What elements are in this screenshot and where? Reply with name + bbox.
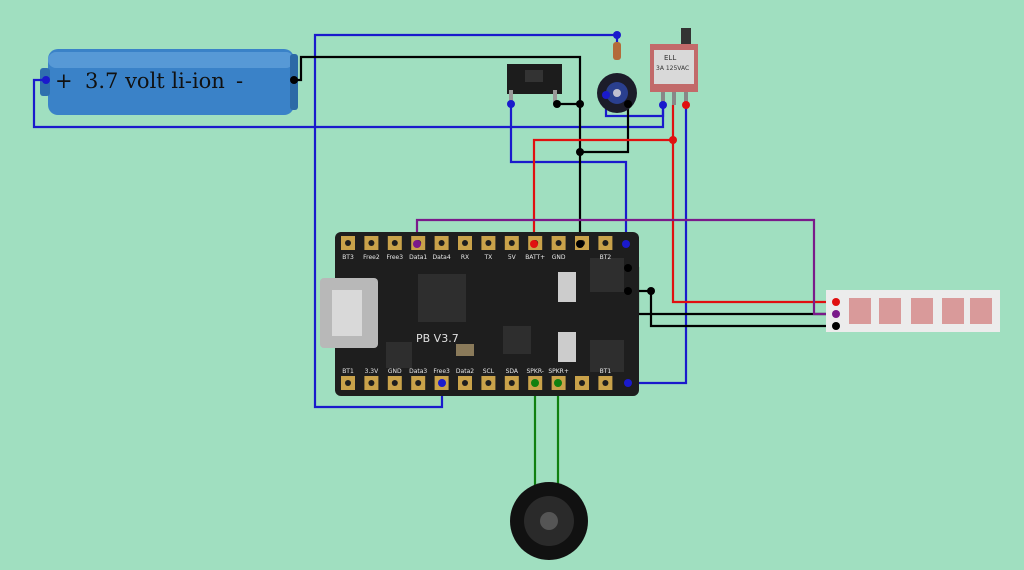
bottom-pin-hole [579,380,585,386]
vibration-motor [597,42,637,113]
top-pin-label: 5V [508,254,517,261]
switch-label-1: ELL [664,54,676,62]
wire-red-switch-to-batt [532,138,673,244]
top-pin-hole [602,240,609,246]
battery-label: 3.7 volt li-ion [85,69,225,93]
top-pin-hole [391,240,398,246]
bottom-pin-hole [602,380,609,386]
top-pin-label: Free3 [387,254,404,261]
battery: + 3.7 volt li-ion - [40,49,298,115]
board-name: PB V3.7 [416,332,459,345]
top-pin-hole [508,240,515,246]
wire-blue-battery-plus-to-switch [32,78,665,129]
wire-purple-data1-to-strip [415,218,836,316]
top-pin-label: RX [461,254,469,261]
led-strip [826,290,1000,332]
top-pin-label: Data4 [433,254,451,261]
push-button [507,64,562,104]
top-pin-label: TX [484,254,493,261]
wire-black-motor-to-gnd [580,104,630,154]
bottom-pin-hole [368,380,375,386]
top-pin-hole [485,240,492,246]
speaker [510,482,588,560]
top-pin-hole [462,240,468,246]
top-pin-label: Free2 [363,254,380,261]
bottom-pin-label: Data2 [456,368,474,375]
junction-dots [42,31,840,387]
wire-blue-battery-to-free3 [313,33,617,409]
bottom-pin-hole [391,380,398,386]
wire-blue-switch-to-bt1 [628,105,688,385]
top-pin-hole [345,240,351,246]
wires [32,33,836,490]
wire-black-bt2b-to-strip [628,289,836,328]
bottom-pin-hole [462,380,468,386]
battery-minus-label: - [236,69,243,93]
bottom-pin-label: SPKR+ [548,368,569,375]
bottom-pin-label: Free3 [433,368,450,375]
top-pin-label: BT2 [600,254,612,261]
bottom-pin-label: 3.3V [365,368,380,375]
battery-plus-label: + [55,69,73,93]
top-pin-hole [555,240,562,246]
bottom-pin-hole [415,380,422,386]
wire-blue-button-to-bt2 [509,104,628,244]
top-pin-hole [368,240,375,246]
bottom-pin-label: SDA [506,368,519,375]
bottom-pin-label: GND [388,368,402,375]
top-pin-hole [438,240,445,246]
switch-label-2: 3A 125VAC [656,65,689,72]
bottom-pin-label: SPKR- [526,368,543,375]
slide-switch: ELL 3A 125VAC [650,28,698,105]
wire-black-battery-minus-to-gnd [294,55,582,244]
bottom-pin-label: BT1 [600,368,612,375]
bottom-pin-hole [345,380,351,386]
bottom-pin-hole [508,380,515,386]
bottom-pin-label: Data3 [409,368,427,375]
top-pin-label: BATT+ [525,254,545,261]
bottom-pin-label: SCL [483,368,495,375]
bottom-pin-label: BT1 [342,368,354,375]
top-pin-label: Data1 [409,254,427,261]
wire-black-bt2-to-strip [628,266,836,316]
top-pin-label: BT3 [342,254,354,261]
bottom-pin-hole [485,380,492,386]
wire-red-switch-to-strip [671,105,836,304]
top-pin-label: GND [552,254,566,261]
